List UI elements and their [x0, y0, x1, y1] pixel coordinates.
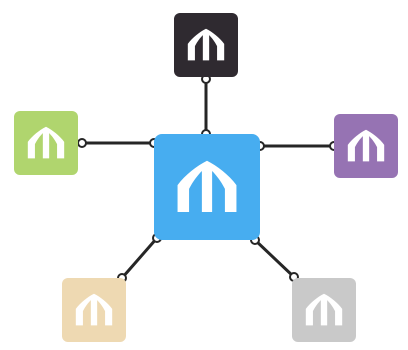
- tent-icon: [187, 28, 225, 61]
- tent-icon: [75, 293, 113, 326]
- tent-icon: [27, 126, 65, 159]
- tent-icon: [305, 293, 343, 326]
- node-left[interactable]: [14, 111, 78, 175]
- node-top[interactable]: [174, 13, 238, 77]
- node-bottom-right[interactable]: [292, 278, 356, 342]
- port-left-satellite: [77, 138, 87, 148]
- connector-bottom-right: [253, 238, 296, 279]
- connector-bottom-left: [120, 236, 159, 280]
- node-right[interactable]: [334, 114, 398, 178]
- node-bottom-left[interactable]: [62, 278, 126, 342]
- tent-icon: [177, 160, 237, 212]
- hub-node[interactable]: [154, 134, 260, 240]
- tent-icon: [347, 129, 385, 162]
